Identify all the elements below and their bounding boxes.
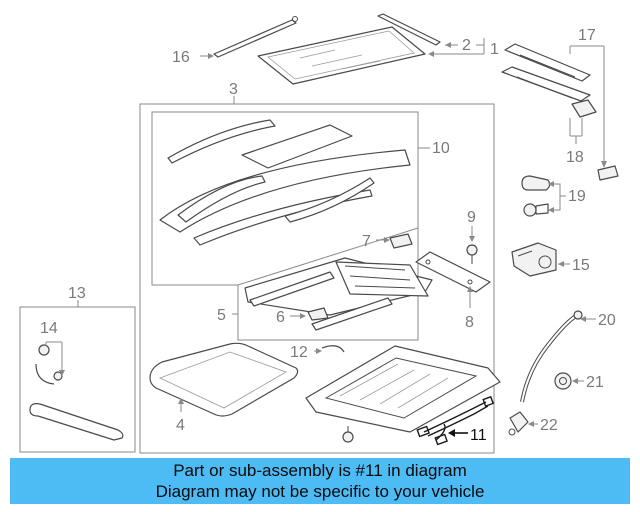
callout-12: 12 bbox=[290, 344, 308, 361]
callout-16: 16 bbox=[172, 49, 190, 66]
sunroof-assembly-box bbox=[139, 103, 501, 454]
callout-labels: 2 1 16 3 10 17 18 19 15 9 bbox=[40, 27, 616, 444]
drain-hose bbox=[520, 310, 583, 403]
callout-6: 6 bbox=[276, 309, 285, 326]
rail-bracket bbox=[571, 99, 597, 118]
callout-4: 4 bbox=[176, 417, 185, 434]
push-clip bbox=[523, 203, 549, 217]
banner-line-1: Part or sub-assembly is #11 in diagram bbox=[173, 461, 467, 480]
drain-grommet bbox=[554, 372, 572, 390]
callout-19: 19 bbox=[568, 188, 586, 205]
callout-2: 2 bbox=[462, 37, 471, 54]
callout-1: 1 bbox=[490, 41, 499, 58]
callout-18: 18 bbox=[566, 149, 584, 166]
callout-9: 9 bbox=[467, 209, 476, 226]
callout-3: 3 bbox=[229, 81, 238, 98]
callout-17: 17 bbox=[578, 27, 596, 44]
callout-15: 15 bbox=[572, 257, 590, 274]
callout-5: 5 bbox=[217, 307, 226, 324]
callout-7: 7 bbox=[362, 233, 371, 250]
weatherstrip-box bbox=[19, 306, 136, 453]
callout-20: 20 bbox=[598, 312, 616, 329]
sunroof-wiring-harness bbox=[416, 395, 495, 446]
info-banner: Part or sub-assembly is #11 in diagram D… bbox=[10, 458, 630, 504]
guide-rails bbox=[501, 43, 591, 102]
callout-22: 22 bbox=[540, 417, 558, 434]
callout-21: 21 bbox=[586, 374, 604, 391]
callout-10: 10 bbox=[432, 140, 450, 157]
glass-panel bbox=[257, 26, 426, 85]
callout-8: 8 bbox=[465, 314, 474, 331]
callout-13: 13 bbox=[68, 285, 86, 302]
front-seal-strip bbox=[377, 13, 441, 46]
callout-14: 14 bbox=[40, 320, 58, 337]
rear-seal-strip bbox=[213, 16, 298, 58]
banner-line-2: Diagram may not be specific to your vehi… bbox=[155, 482, 485, 501]
shade-cover bbox=[521, 175, 551, 191]
sunroof-motor bbox=[511, 242, 557, 277]
parts-diagram: 2 1 16 3 10 17 18 19 15 9 bbox=[19, 13, 619, 454]
rear-bracket bbox=[597, 165, 619, 181]
drain-fitting bbox=[508, 411, 529, 436]
bolt bbox=[466, 244, 478, 264]
callout-11: 11 bbox=[470, 427, 487, 444]
